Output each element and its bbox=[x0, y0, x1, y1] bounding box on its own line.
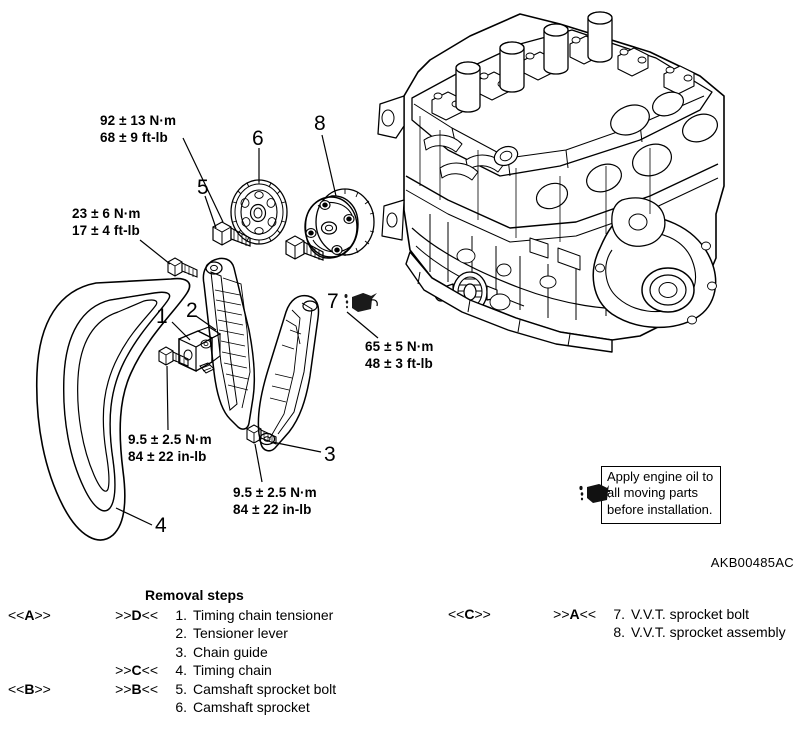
step-number: 2. bbox=[175, 625, 187, 642]
torque-nm: 9.5 ± 2.5 N·m bbox=[128, 432, 212, 447]
step-label: Camshaft sprocket bbox=[193, 699, 310, 716]
callout-number-4: 4 bbox=[155, 514, 167, 537]
legend-row[interactable]: 3. Chain guide bbox=[8, 643, 336, 661]
legend-column-left: Removal steps <<A>> >>D<< 1. Timing chai… bbox=[8, 586, 408, 716]
removal-reference bbox=[88, 624, 165, 642]
legend-row[interactable]: 2. Tensioner lever bbox=[8, 624, 336, 642]
part-timing-chain-tensioner bbox=[178, 326, 222, 374]
step-number: 8. bbox=[613, 624, 625, 641]
step-label: Chain guide bbox=[193, 643, 268, 660]
legend-rows-right: <<C>> >>A<< 7. V.V.T. sprocket bolt 8. V… bbox=[448, 605, 786, 642]
torque-spec-vvt-sprocket-bolt: 65 ± 5 N·m 48 ± 3 ft-lb bbox=[365, 338, 433, 372]
callout-number-3: 3 bbox=[324, 443, 336, 466]
chain-guide-bolt bbox=[246, 424, 277, 445]
tensioner-lever-bolt bbox=[167, 257, 198, 278]
part-chain-guide bbox=[257, 294, 320, 452]
removal-reference: >>D<< bbox=[115, 607, 158, 623]
installation-reference bbox=[8, 661, 88, 679]
removal-reference bbox=[530, 623, 603, 641]
drawing-reference-code: AKB00485AC bbox=[710, 555, 794, 570]
legend-row[interactable]: >>C<< 4. Timing chain bbox=[8, 661, 336, 679]
engine-block-illustration bbox=[377, 11, 725, 353]
removal-reference bbox=[88, 643, 165, 661]
part-timing-chain bbox=[35, 277, 191, 541]
part-vvt-sprocket-bolt bbox=[285, 235, 324, 261]
step-number: 5. bbox=[175, 680, 187, 697]
callout-number-6: 6 bbox=[252, 127, 264, 150]
callout-number-1: 1 bbox=[156, 305, 168, 328]
installation-reference: <<C>> bbox=[448, 606, 491, 622]
torque-nm: 23 ± 6 N·m bbox=[72, 206, 141, 221]
part-camshaft-sprocket bbox=[230, 179, 288, 245]
part-camshaft-sprocket-bolt bbox=[212, 221, 251, 247]
torque-spec-chain-guide-bolt: 9.5 ± 2.5 N·m 84 ± 22 in-lb bbox=[233, 484, 317, 518]
torque-nm: 65 ± 5 N·m bbox=[365, 339, 434, 354]
installation-reference bbox=[448, 623, 530, 641]
tensioner-bolt bbox=[158, 346, 189, 367]
legend-column-right: <<C>> >>A<< 7. V.V.T. sprocket bolt 8. V… bbox=[448, 605, 798, 642]
torque-spec-tensioner-bolt: 9.5 ± 2.5 N·m 84 ± 22 in-lb bbox=[128, 431, 212, 465]
part-tensioner-lever bbox=[202, 257, 256, 430]
removal-reference bbox=[88, 698, 165, 716]
torque-ftlb: 84 ± 22 in-lb bbox=[128, 449, 207, 464]
step-label: Timing chain tensioner bbox=[193, 607, 334, 623]
torque-spec-camshaft-sprocket-bolt: 92 ± 13 N·m 68 ± 9 ft-lb bbox=[100, 112, 176, 146]
oil-can-icon bbox=[579, 484, 610, 503]
legend-row[interactable]: 8. V.V.T. sprocket assembly bbox=[448, 623, 786, 641]
step-label: Timing chain bbox=[193, 662, 272, 679]
part-vvt-sprocket-assembly bbox=[304, 188, 375, 259]
step-number: 4. bbox=[175, 662, 187, 679]
step-number: 6. bbox=[175, 699, 187, 716]
callout-number-2: 2 bbox=[186, 299, 198, 322]
installation-reference bbox=[8, 643, 88, 661]
torque-ftlb: 17 ± 4 ft-lb bbox=[72, 223, 140, 238]
leader-lines bbox=[115, 134, 379, 526]
legend-title: Removal steps bbox=[145, 587, 244, 603]
installation-reference: <<B>> bbox=[8, 680, 51, 697]
installation-reference: <<A>> bbox=[8, 607, 51, 623]
legend-row[interactable]: <<A>> >>D<< 1. Timing chain tensioner bbox=[8, 606, 336, 624]
step-label: Camshaft sprocket bolt bbox=[193, 680, 337, 697]
legend-row[interactable]: <<B>> >>B<< 5. Camshaft sprocket bolt bbox=[8, 680, 336, 698]
torque-nm: 9.5 ± 2.5 N·m bbox=[233, 485, 317, 500]
callout-number-7: 7 bbox=[327, 290, 339, 313]
step-number: 7. bbox=[613, 606, 625, 622]
step-label: Tensioner lever bbox=[193, 625, 288, 642]
callout-number-8: 8 bbox=[314, 112, 326, 135]
step-number: 1. bbox=[175, 607, 187, 623]
torque-ftlb: 48 ± 3 ft-lb bbox=[365, 356, 433, 371]
callout-number-5: 5 bbox=[197, 176, 209, 199]
removal-reference: >>C<< bbox=[115, 662, 158, 679]
exploded-assembly-illustration bbox=[35, 11, 725, 541]
installation-reference bbox=[8, 624, 88, 642]
removal-reference: >>B<< bbox=[115, 680, 158, 697]
legend-row[interactable]: 6. Camshaft sprocket bbox=[8, 698, 336, 716]
removal-reference: >>A<< bbox=[553, 606, 596, 622]
installation-reference bbox=[8, 698, 88, 716]
step-label: V.V.T. sprocket bolt bbox=[631, 606, 750, 622]
removal-steps-legend: Removal steps <<A>> >>D<< 1. Timing chai… bbox=[0, 586, 808, 726]
torque-ftlb: 68 ± 9 ft-lb bbox=[100, 130, 168, 145]
legend-rows-left: <<A>> >>D<< 1. Timing chain tensioner 2.… bbox=[8, 606, 336, 716]
oil-can-icon-callout bbox=[344, 293, 378, 312]
torque-nm: 92 ± 13 N·m bbox=[100, 113, 177, 128]
step-label: V.V.T. sprocket assembly bbox=[631, 624, 786, 641]
torque-spec-tensioner-lever-bolt: 23 ± 6 N·m 17 ± 4 ft-lb bbox=[72, 205, 140, 239]
step-number: 3. bbox=[175, 643, 187, 660]
torque-ftlb: 84 ± 22 in-lb bbox=[233, 502, 312, 517]
note-text: Apply engine oil to all moving parts bef… bbox=[607, 469, 714, 517]
legend-row[interactable]: <<C>> >>A<< 7. V.V.T. sprocket bolt bbox=[448, 605, 786, 623]
